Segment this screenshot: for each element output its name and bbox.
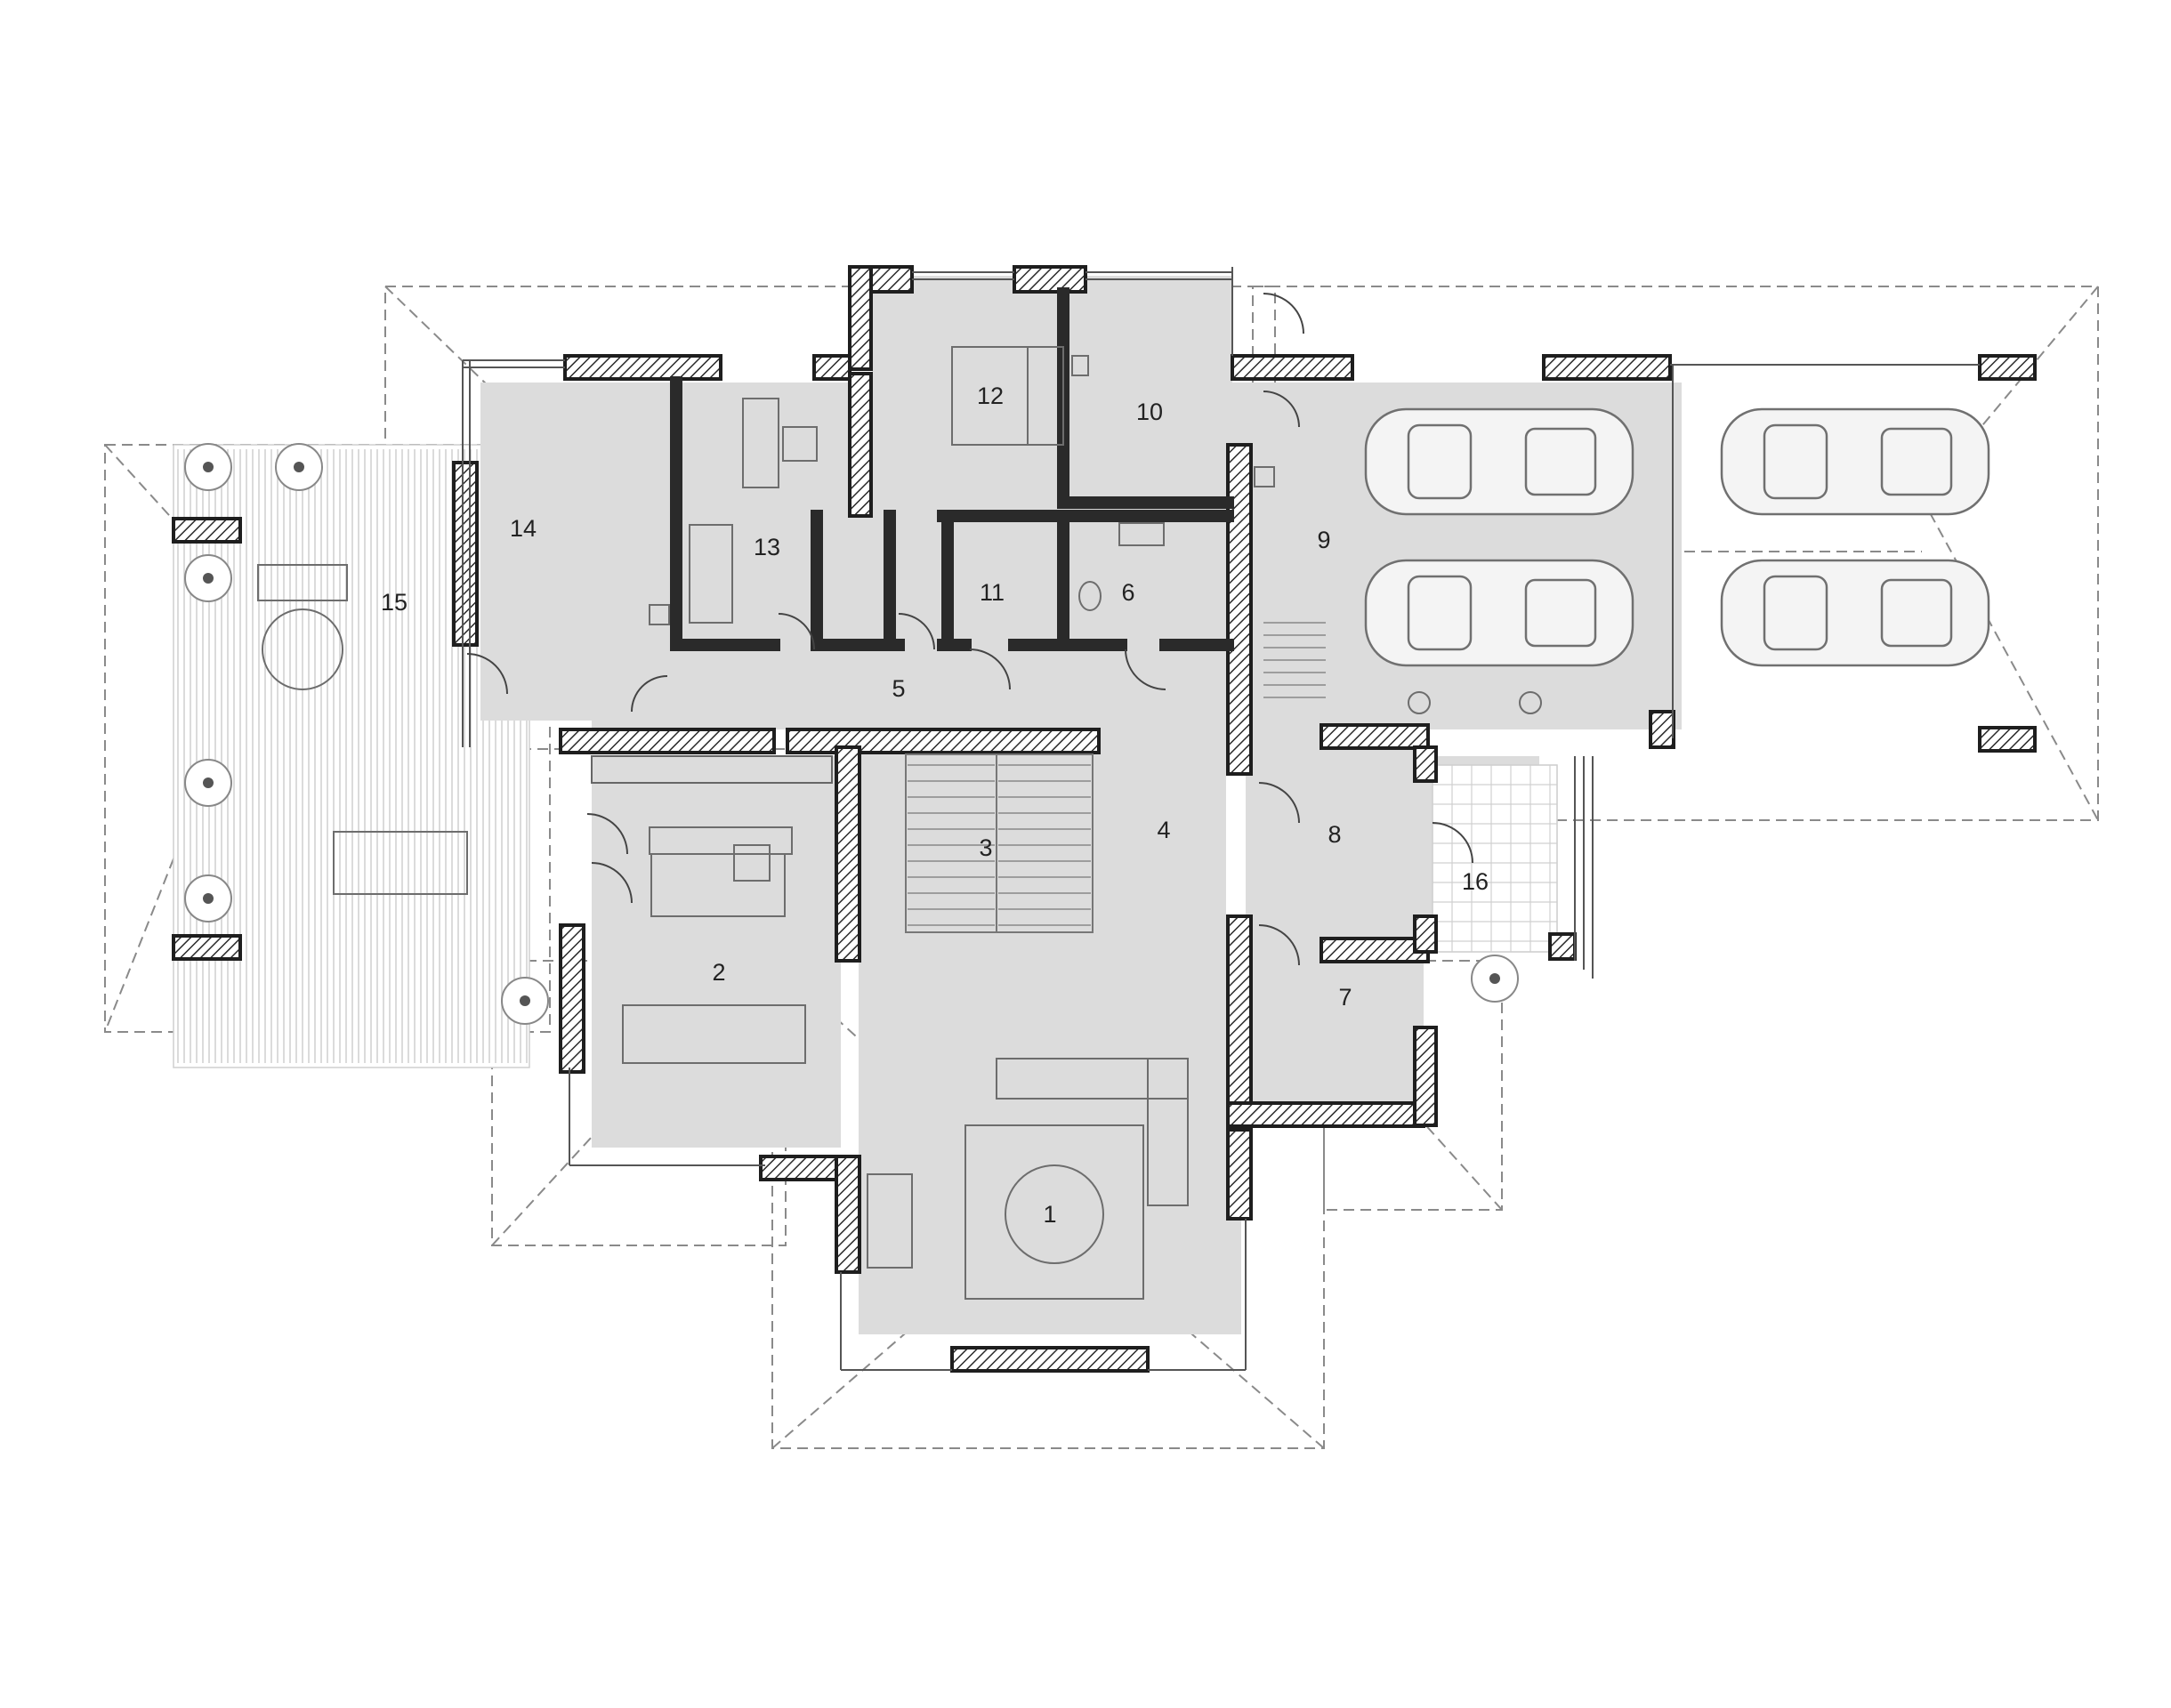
room-label-5: 5 xyxy=(892,675,905,702)
room-label-2: 2 xyxy=(712,959,725,986)
room-label-13: 13 xyxy=(754,534,780,560)
partitions xyxy=(670,287,1234,651)
car-icon xyxy=(1364,559,1634,667)
plant-icon xyxy=(184,554,232,602)
room-label-1: 1 xyxy=(1043,1201,1056,1228)
rug xyxy=(262,608,1144,1300)
bed-icon xyxy=(951,346,1064,446)
plant-icon xyxy=(184,443,232,491)
plant-icon xyxy=(1471,955,1519,1003)
toilet-icon xyxy=(1078,522,1165,611)
room-labels: 1 2 3 4 5 6 7 8 9 10 11 12 13 14 15 16 xyxy=(381,383,1489,1228)
room-label-3: 3 xyxy=(979,834,992,861)
sofa-icon xyxy=(257,524,1189,1206)
room-label-7: 7 xyxy=(1338,984,1352,1011)
car-icon xyxy=(1720,407,1990,516)
plant-icon xyxy=(184,759,232,807)
terrace-16-tiles xyxy=(1432,764,1558,953)
room-label-8: 8 xyxy=(1328,821,1341,848)
sink-icon xyxy=(649,355,1275,625)
car-icon xyxy=(1364,407,1634,516)
room-label-15: 15 xyxy=(381,589,408,616)
window-lines xyxy=(462,267,1980,1371)
bicycle-icon xyxy=(1408,691,1542,714)
room-label-16: 16 xyxy=(1462,868,1489,895)
room-label-14: 14 xyxy=(510,515,537,542)
plant-icon xyxy=(275,443,323,491)
stair-icon xyxy=(905,753,1094,933)
car-icon xyxy=(1720,559,1990,667)
desk xyxy=(742,398,818,488)
plant-icon xyxy=(501,977,549,1025)
car-icon xyxy=(1364,407,1990,667)
room-label-10: 10 xyxy=(1136,399,1163,425)
stair-icon-garage xyxy=(1263,622,1326,698)
plant-icon xyxy=(184,874,232,922)
room-label-12: 12 xyxy=(977,383,1004,409)
stove-icon xyxy=(591,755,833,882)
room-label-11: 11 xyxy=(980,579,1005,606)
plant-icon xyxy=(184,443,1519,1025)
room-label-6: 6 xyxy=(1121,579,1134,606)
door-swing-icon xyxy=(466,293,1473,966)
room-label-9: 9 xyxy=(1317,527,1330,553)
walls xyxy=(172,265,2037,1373)
room-label-4: 4 xyxy=(1157,817,1170,843)
